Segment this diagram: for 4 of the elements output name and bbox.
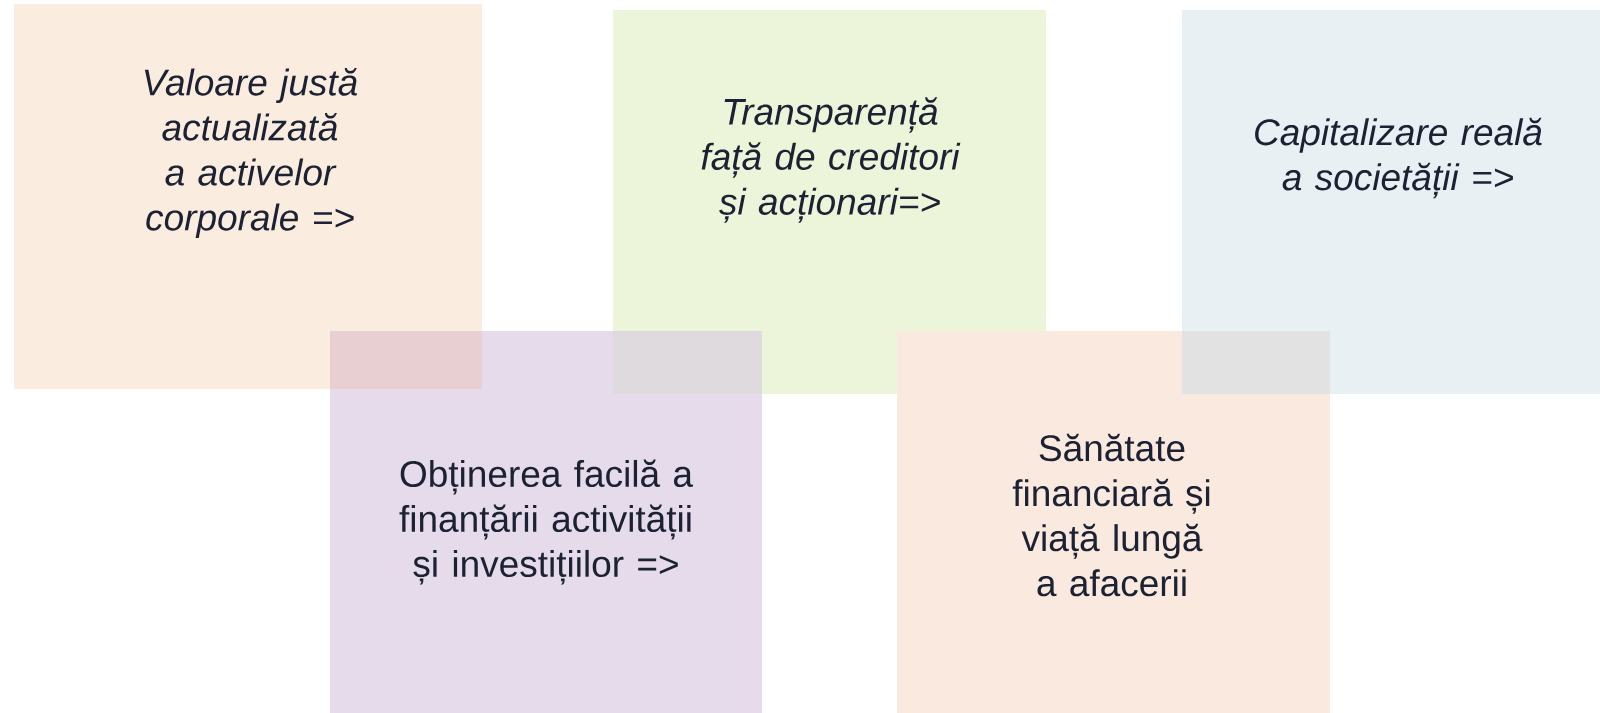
text-box: Capitalizare reală a societății => [1182,10,1600,394]
text-box: Obținerea facilă a finanțării activității și investițiilor => [330,331,762,713]
text-box: Sănătate financiară și viață lungă a afacerii [897,331,1330,713]
text-box: Valoare justă actualizată a activelor corporale => [14,4,482,389]
